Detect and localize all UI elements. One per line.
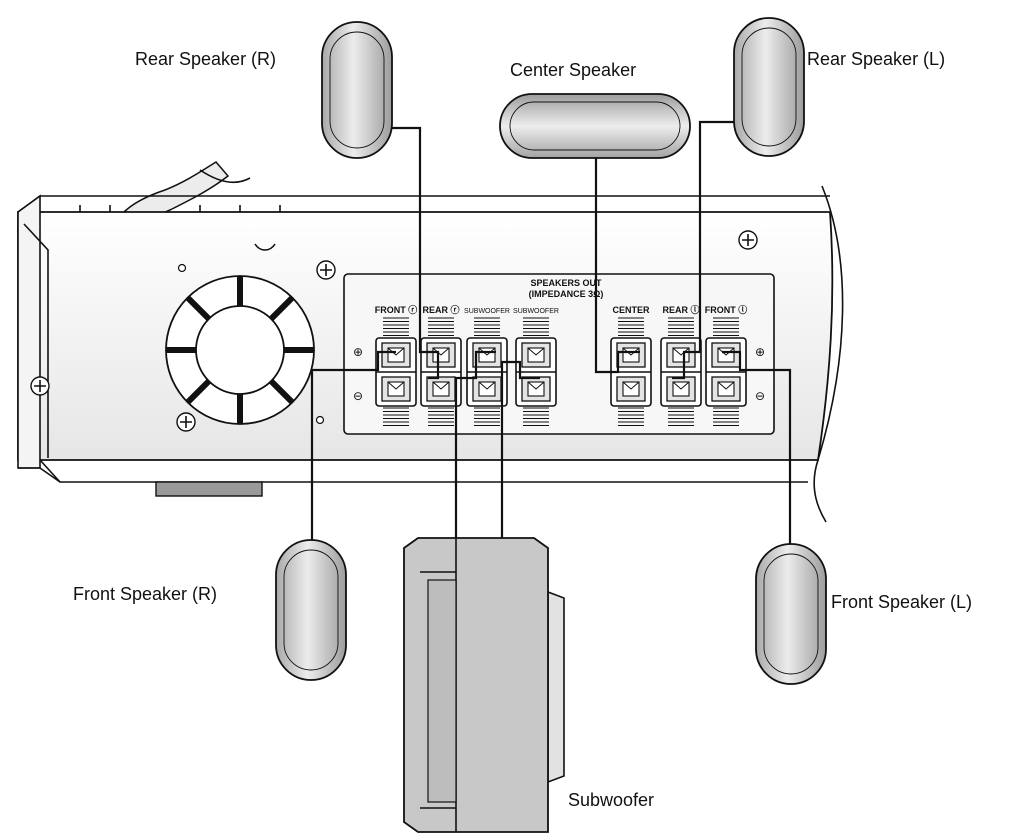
- screw-icon: [738, 230, 758, 250]
- plus-symbol-left: ⊕: [353, 345, 363, 359]
- terminal-label-front-l: FRONT ⓛ: [705, 304, 748, 315]
- front-speaker-left: [755, 543, 827, 685]
- minus-symbol-left: ⊖: [353, 389, 363, 403]
- terminal-label-rear-l: REAR ⓛ: [662, 304, 699, 315]
- speaker-terminal-panel: SPEAKERS OUT (IMPEDANCE 3Ω) FRONT ⓡ REAR…: [343, 273, 775, 435]
- screw-icon: [176, 412, 196, 432]
- terminal-label-subwoofer-2: SUBWOOFER: [513, 308, 559, 315]
- label-subwoofer: Subwoofer: [568, 790, 654, 810]
- speaker-wires: [310, 120, 792, 548]
- label-front-speaker-left: Front Speaker (L): [831, 592, 972, 612]
- minus-symbol-right: ⊖: [755, 389, 765, 403]
- terminal-rear-r: [420, 317, 462, 426]
- center-speaker: [499, 93, 691, 159]
- terminal-label-subwoofer-1: SUBWOOFER: [464, 308, 510, 315]
- terminal-label-rear-r: REAR ⓡ: [422, 304, 459, 315]
- label-rear-speaker-right: Rear Speaker (R): [135, 49, 276, 69]
- terminal-subwoofer-2: [515, 317, 557, 426]
- terminal-subwoofer-1: [466, 317, 508, 426]
- panel-subtitle: (IMPEDANCE 3Ω): [529, 289, 604, 299]
- terminal-label-center: CENTER: [612, 305, 650, 315]
- label-front-speaker-right: Front Speaker (R): [73, 584, 217, 604]
- plus-symbol-right: ⊕: [755, 345, 765, 359]
- terminal-front-r: [375, 317, 417, 426]
- screw-icon: [316, 260, 336, 280]
- subwoofer: [403, 537, 565, 833]
- rear-speaker-left: [733, 17, 805, 157]
- cooling-fan-icon: [165, 275, 315, 425]
- terminal-label-front-r: FRONT ⓡ: [375, 304, 418, 315]
- terminal-center: [610, 317, 652, 426]
- panel-title: SPEAKERS OUT: [530, 278, 602, 288]
- screw-icon: [30, 376, 50, 396]
- terminal-front-l: [705, 317, 747, 426]
- label-rear-speaker-left: Rear Speaker (L): [807, 49, 945, 69]
- label-center-speaker: Center Speaker: [510, 60, 636, 80]
- rear-speaker-right: [321, 21, 393, 159]
- front-speaker-right: [275, 539, 347, 681]
